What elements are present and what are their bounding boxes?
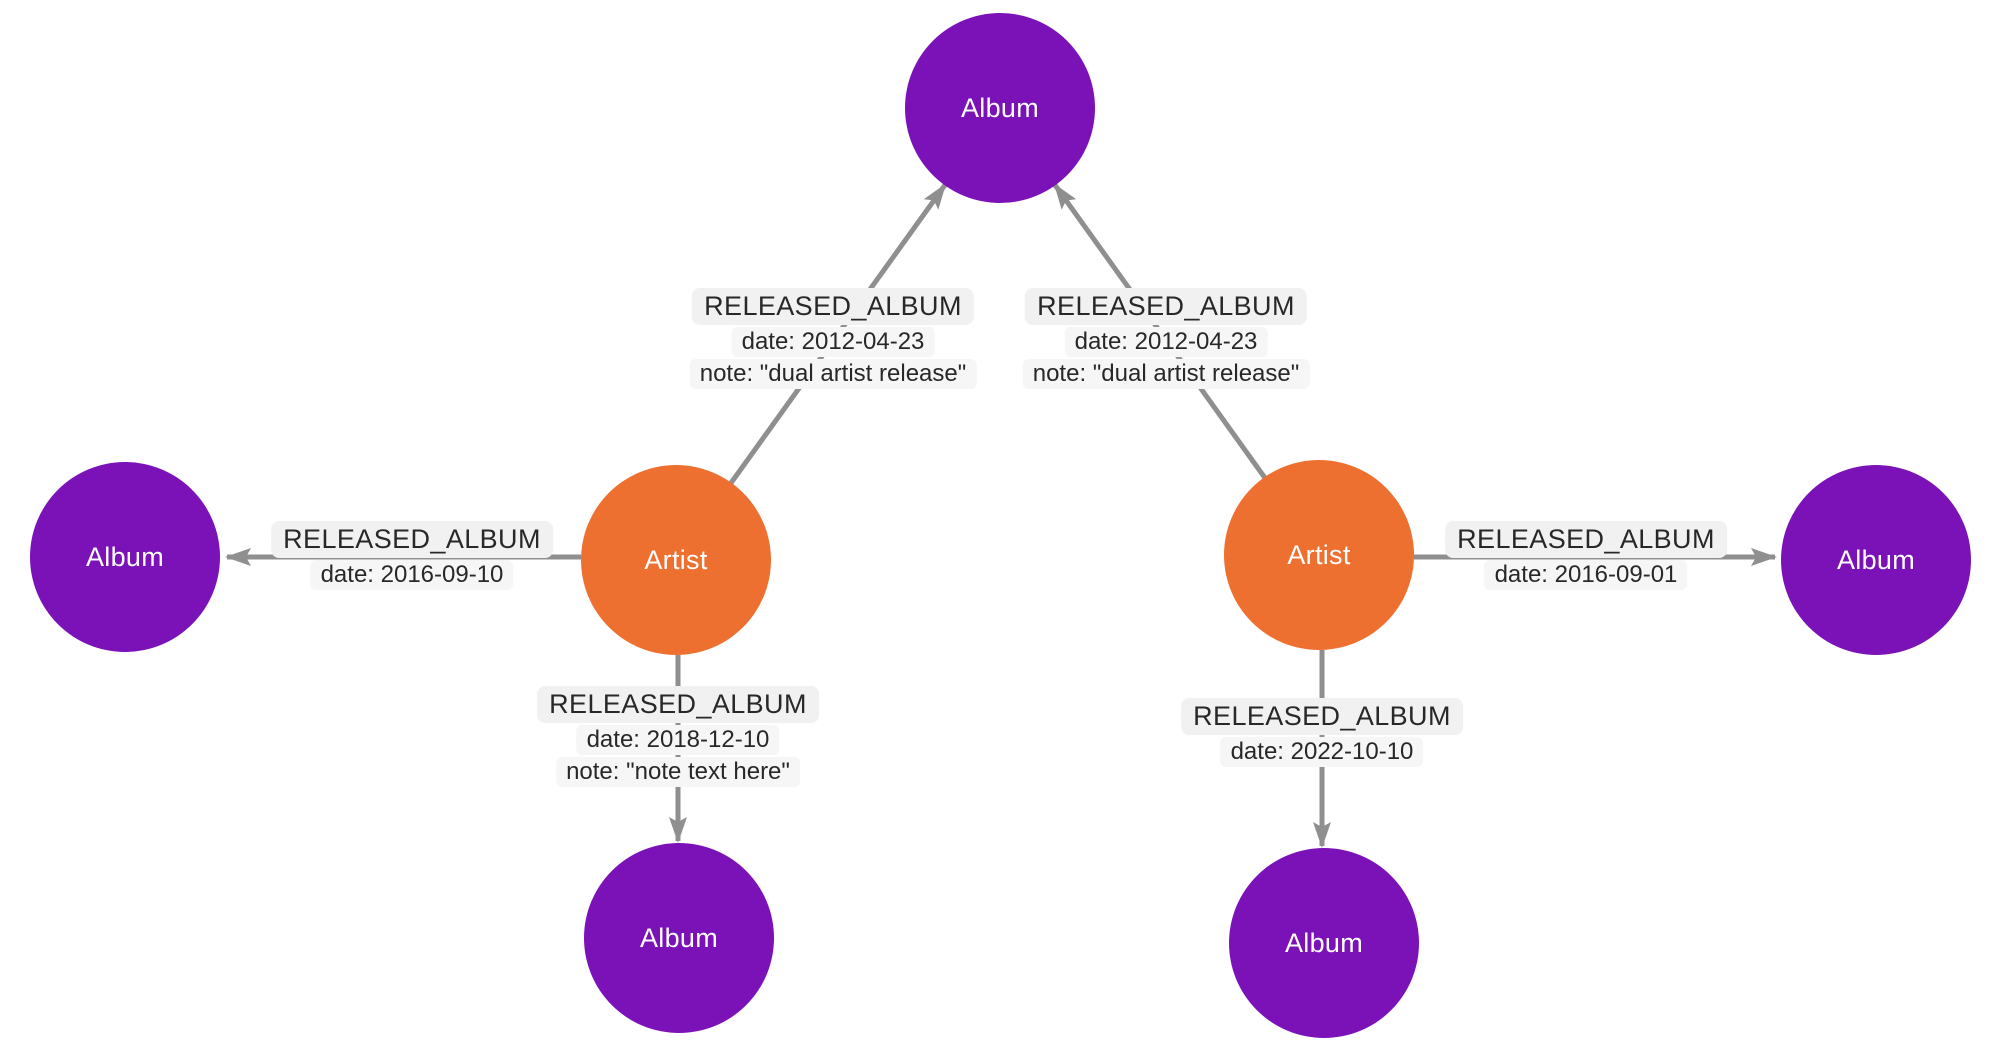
relationship-type[interactable]: RELEASED_ALBUM [271,521,553,558]
relationship-date: date: 2016-09-10 [310,560,514,590]
node-album-bottom-right[interactable]: Album [1229,848,1419,1038]
relationship-date: date: 2016-09-01 [1484,560,1688,590]
edge-label-right-artist-to-bottom-right-album[interactable]: RELEASED_ALBUM date: 2022-10-10 [1181,698,1463,767]
edge-label-left-artist-to-far-left-album[interactable]: RELEASED_ALBUM date: 2016-09-10 [271,521,553,590]
node-label: Artist [1287,539,1351,570]
relationship-type[interactable]: RELEASED_ALBUM [1445,521,1727,558]
node-label: Album [1284,927,1364,958]
relationship-date: date: 2022-10-10 [1220,737,1424,767]
relationship-date: date: 2012-04-23 [1064,327,1268,357]
node-label: Album [1836,544,1916,575]
relationship-type[interactable]: RELEASED_ALBUM [537,686,819,723]
node-label: Album [960,92,1040,123]
node-artist-left[interactable]: Artist [581,465,771,655]
relationship-date: date: 2012-04-23 [731,327,935,357]
node-album-top[interactable]: Album [905,13,1095,203]
edge-label-left-artist-to-top-album[interactable]: RELEASED_ALBUM date: 2012-04-23 note: "d… [689,288,977,389]
node-album-bottom-left[interactable]: Album [584,843,774,1033]
node-artist-right[interactable]: Artist [1224,460,1414,650]
node-album-far-left[interactable]: Album [30,462,220,652]
relationship-type[interactable]: RELEASED_ALBUM [692,288,974,325]
relationship-note: note: "dual artist release" [689,359,977,389]
node-label: Album [85,541,165,572]
relationship-type[interactable]: RELEASED_ALBUM [1181,698,1463,735]
node-album-far-right[interactable]: Album [1781,465,1971,655]
relationship-note: note: "dual artist release" [1022,359,1310,389]
relationship-note: note: "note text here" [556,757,800,787]
edge-label-right-artist-to-far-right-album[interactable]: RELEASED_ALBUM date: 2016-09-01 [1445,521,1727,590]
relationship-date: date: 2018-12-10 [576,725,780,755]
edge-label-left-artist-to-bottom-left-album[interactable]: RELEASED_ALBUM date: 2018-12-10 note: "n… [537,686,819,787]
edge-label-right-artist-to-top-album[interactable]: RELEASED_ALBUM date: 2012-04-23 note: "d… [1022,288,1310,389]
node-label: Artist [644,544,708,575]
relationship-type[interactable]: RELEASED_ALBUM [1025,288,1307,325]
node-label: Album [639,922,719,953]
